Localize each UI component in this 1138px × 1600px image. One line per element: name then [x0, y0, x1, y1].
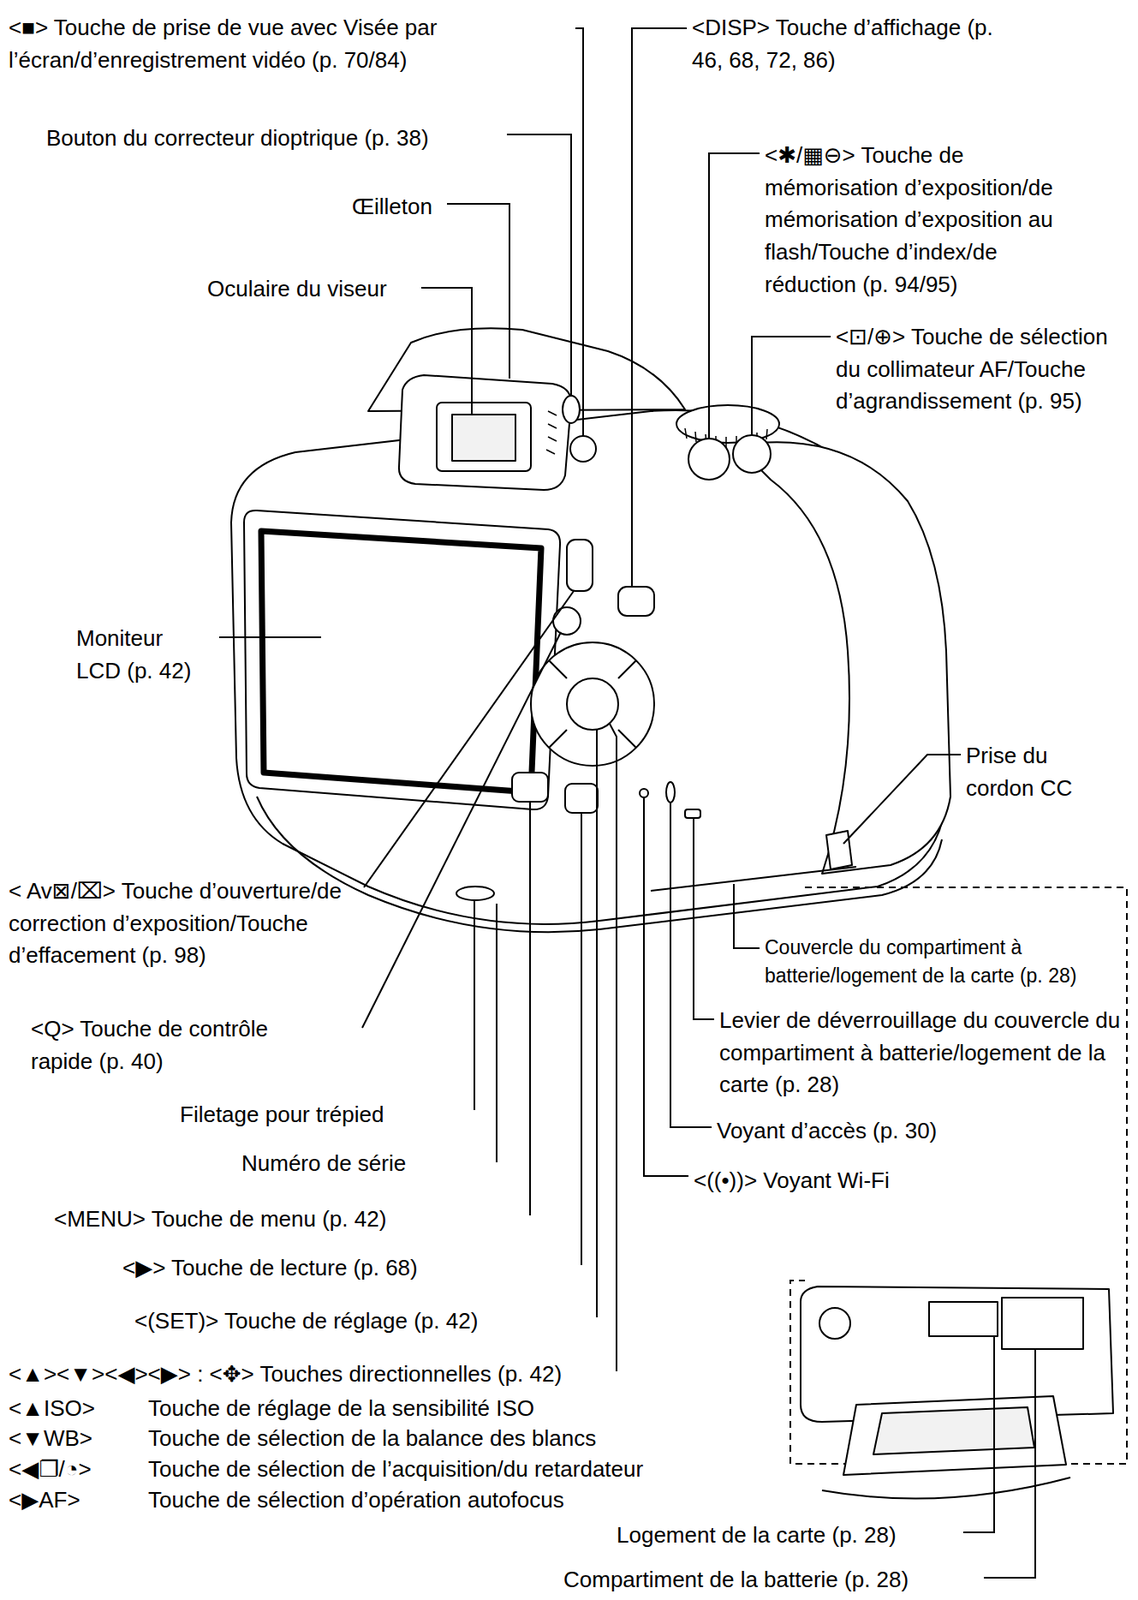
part-label: <◀❐/◔> [8, 1453, 146, 1486]
part-label: <✱/▦⊖> Touche de mémorisation d’expositi… [764, 139, 1069, 301]
leader-line [595, 729, 598, 1317]
part-label: <(SET)> Touche de réglage (p. 42) [134, 1304, 580, 1338]
part-label: Compartiment de la batterie (p. 28) [563, 1563, 1009, 1597]
part-label: <▼WB> [8, 1422, 146, 1455]
part-label: <DISP> Touche d’affichage (p. 46, 68, 72… [691, 11, 1001, 77]
part-label: Bouton du correcteur dioptrique (p. 38) [46, 122, 561, 155]
leader-line [529, 801, 531, 1216]
set-button [566, 678, 619, 730]
part-label: Œilleton [351, 190, 464, 224]
tripod-socket [456, 886, 495, 900]
eyecup [399, 375, 572, 490]
access-lamp [666, 781, 675, 803]
part-label: Filetage pour trépied [179, 1098, 437, 1132]
leader-line [362, 631, 561, 1028]
main-dial [676, 405, 780, 443]
part-label: <Q> Touche de contrôle rapide (p. 40) [30, 1012, 288, 1078]
leader-line [693, 817, 715, 1019]
leader-line [446, 203, 510, 379]
part-label: Numéro de série [241, 1147, 465, 1180]
part-label: Couvercle du compartiment à batterie/log… [764, 933, 1133, 991]
inset-battery [1001, 1297, 1084, 1349]
cross-keys [530, 642, 655, 766]
part-label: Touche de sélection de l’acquisition/du … [148, 1453, 834, 1486]
leader-line [473, 899, 476, 1110]
release-lever [685, 809, 701, 818]
diopter-knob [562, 395, 580, 424]
part-label: Logement de la carte (p. 28) [616, 1519, 977, 1552]
battery-cover-line [650, 866, 857, 891]
leader-line [219, 636, 322, 638]
ae-lock-button [688, 438, 730, 480]
inset-card-slot [929, 1301, 998, 1336]
part-label: <⊡/⊕> Touche de sélection du collimateur… [835, 321, 1127, 418]
part-label: <MENU> Touche de menu (p. 42) [53, 1203, 500, 1236]
part-label: Touche de réglage de la sensibilité ISO [148, 1392, 834, 1425]
leader-line [363, 590, 574, 888]
part-label: Touche de sélection d’opération autofocu… [148, 1483, 834, 1517]
inset-ribs [822, 1477, 1071, 1499]
part-label: <▶AF> [8, 1483, 146, 1517]
part-label: <▶> Touche de lecture (p. 68) [122, 1251, 568, 1285]
part-label: <▲ISO> [8, 1392, 146, 1425]
av-button [566, 539, 593, 591]
play-button [565, 783, 598, 813]
dc-coupler-flap [826, 830, 853, 870]
lcd-frame [244, 510, 561, 810]
leader-line [733, 883, 760, 948]
leader-line [670, 802, 712, 1127]
q-button [553, 607, 581, 635]
leader-line [843, 754, 961, 844]
af-point-button [732, 434, 771, 473]
part-label: < Av⊠/⌧> Touche d’ouverture/de correctio… [8, 875, 377, 972]
part-label: Voyant d’accès (p. 30) [716, 1114, 1000, 1148]
part-label: <▲><▼><◀><▶> : <✥> Touches directionnell… [8, 1358, 780, 1391]
part-label: Moniteur LCD (p. 42) [76, 622, 205, 687]
menu-button [512, 772, 549, 802]
leader-line [580, 812, 583, 1265]
disp-button [618, 586, 655, 616]
leader-line [575, 28, 584, 436]
leader-line [495, 903, 498, 1162]
leader-line [963, 1335, 995, 1532]
leader-line [751, 336, 831, 435]
camera-grip [736, 441, 951, 874]
eyecup-grip [546, 411, 557, 454]
part-label: Touche de sélection de la balance des bl… [148, 1422, 834, 1455]
viewfinder-eyepiece [436, 402, 531, 471]
part-label: Levier de déverrouillage du couvercle du… [719, 1004, 1122, 1102]
leader-line [609, 723, 617, 1371]
wifi-lamp [639, 788, 649, 798]
part-label: Prise du cordon CC [965, 739, 1086, 805]
leader-line [983, 1348, 1036, 1578]
part-label: Oculaire du viseur [207, 273, 430, 306]
cross-keys-split [548, 660, 637, 748]
camera-bottom [256, 796, 942, 932]
inset-door-detail [873, 1406, 1035, 1454]
part-label: <■> Touche de prise de vue avec Visée pa… [8, 11, 578, 77]
inset-door [843, 1395, 1067, 1475]
leader-line [421, 287, 472, 415]
leader-line [506, 134, 572, 396]
inset-tripod-socket [819, 1307, 851, 1339]
lcd-screen [261, 530, 542, 793]
leader-line [643, 797, 689, 1176]
leader-line [631, 28, 687, 587]
live-view-button [570, 435, 596, 462]
viewfinder-glass [452, 414, 516, 461]
part-label: <((•))> Voyant Wi-Fi [693, 1164, 977, 1198]
